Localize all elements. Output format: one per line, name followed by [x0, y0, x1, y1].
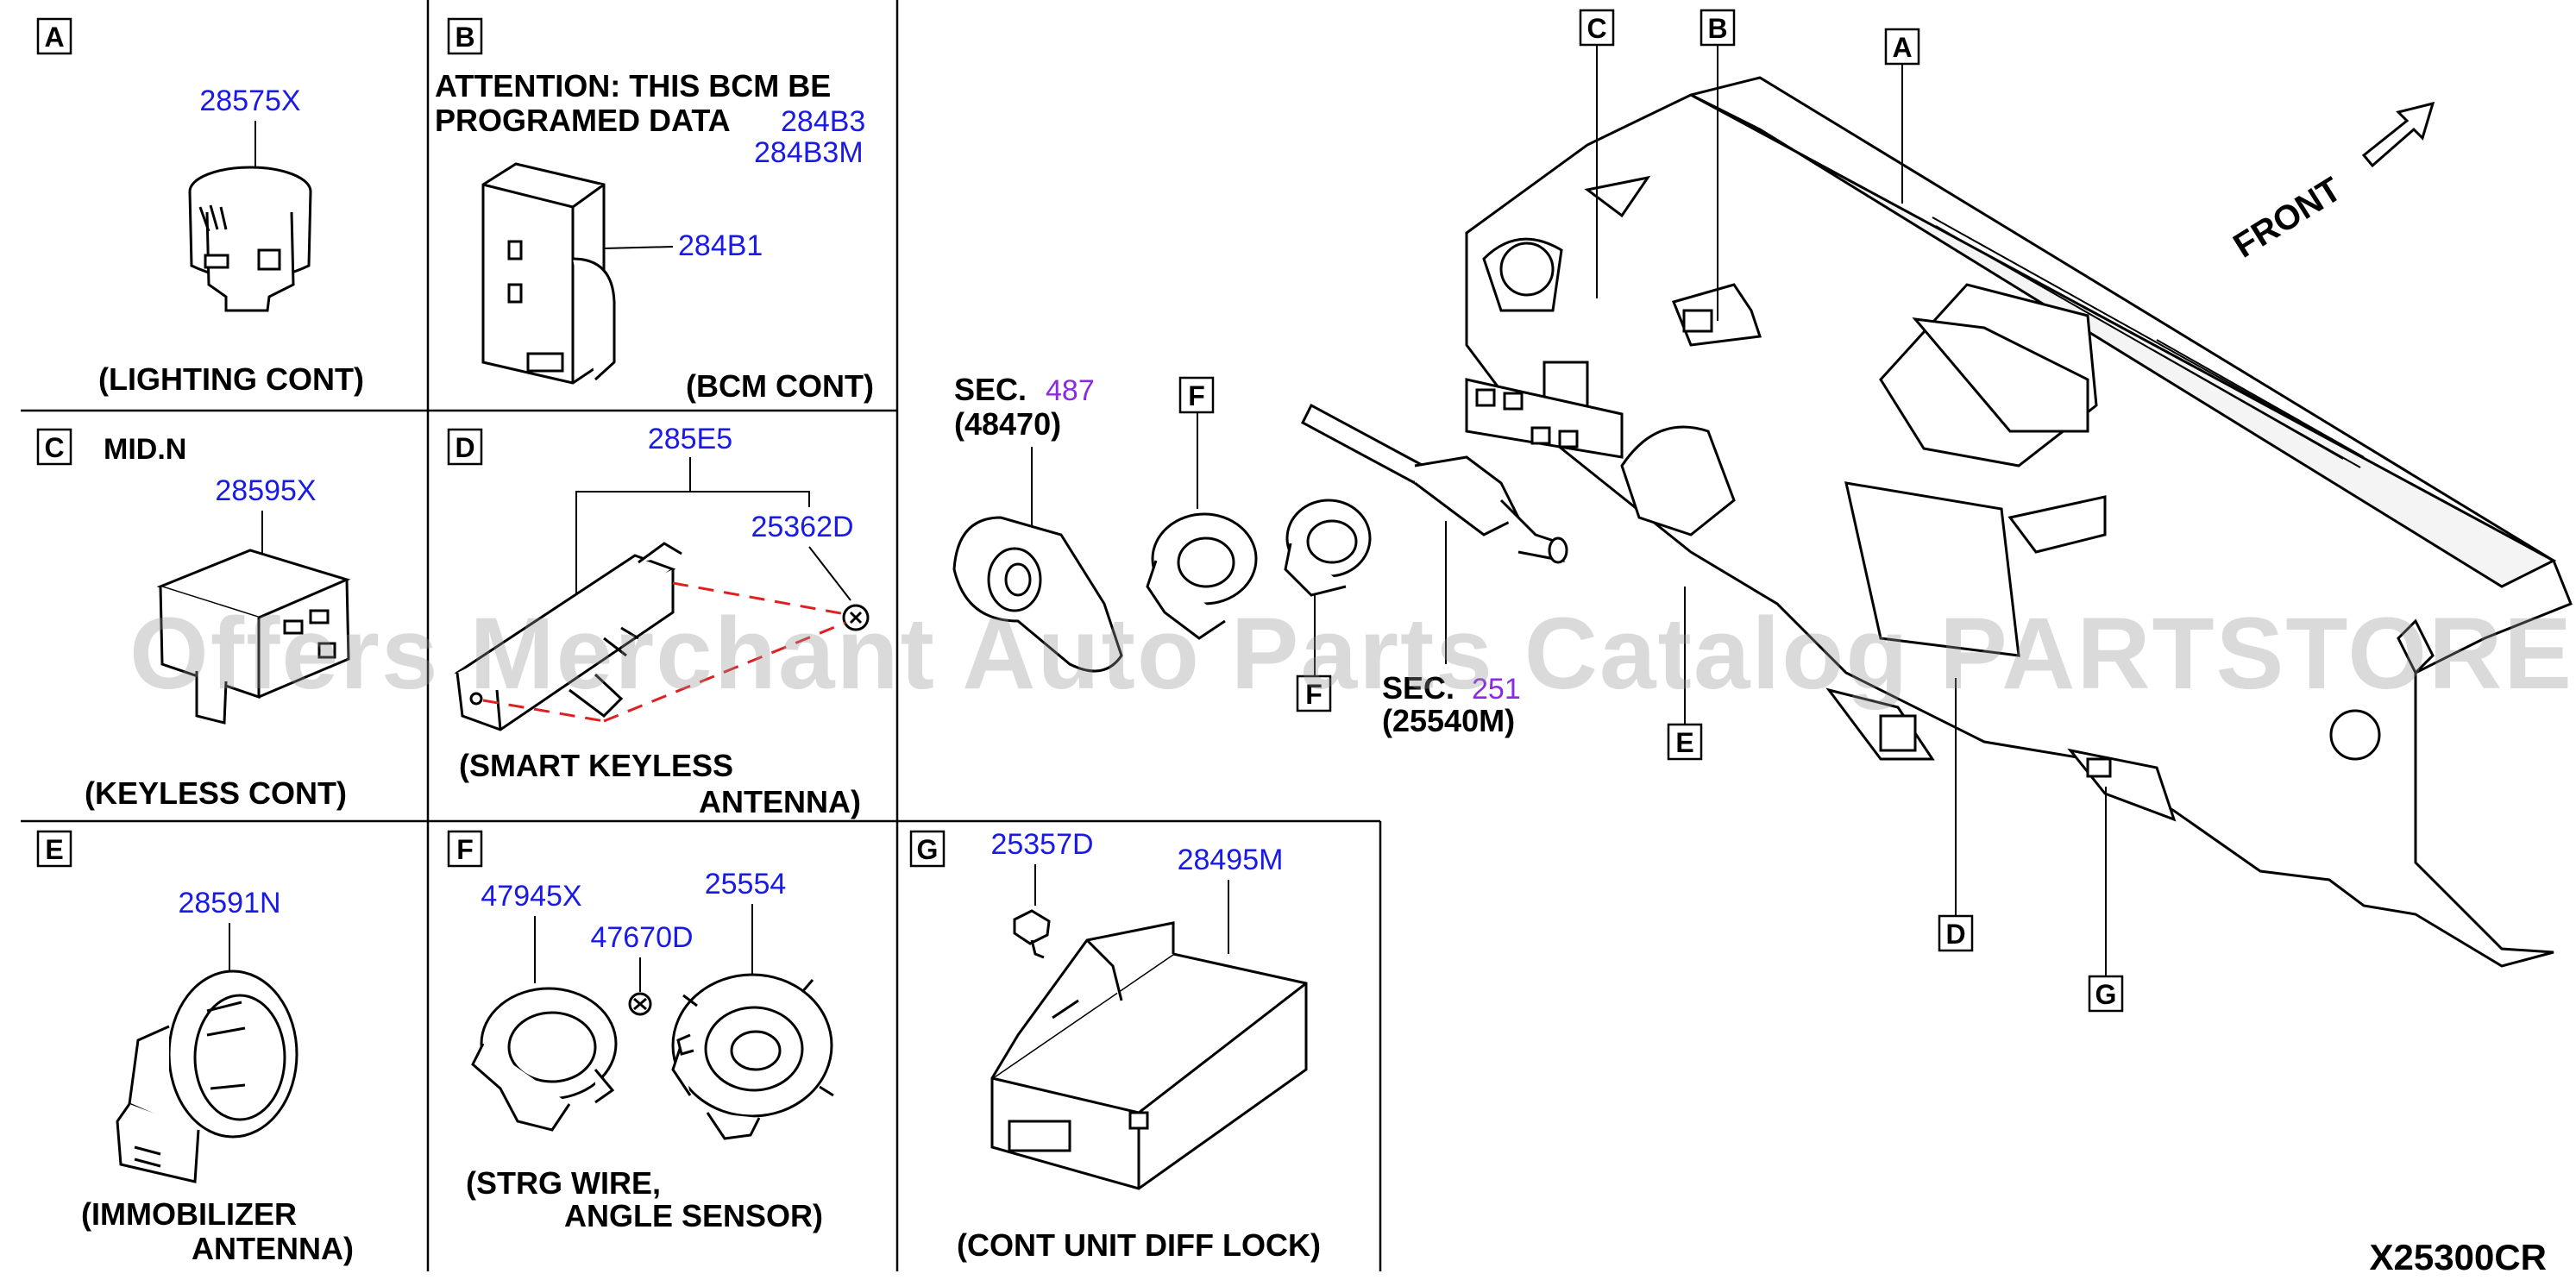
diff-lock-unit-drawing [990, 921, 1308, 1190]
caption-bcm-cont: (BCM CONT) [686, 368, 874, 404]
combination-switch-drawing [952, 516, 1123, 673]
callout-c: C [1586, 13, 1606, 44]
front-label: FRONT [2227, 170, 2347, 265]
part-number-285e5: 285E5 [648, 423, 732, 455]
part-number-25362d: 25362D [751, 511, 853, 543]
dashboard-callouts: C B A E D G [1579, 9, 2124, 1013]
dashboard-vent-hatching [1932, 216, 2365, 468]
part-number-28495m: 28495M [1178, 844, 1284, 876]
callout-g: G [2095, 979, 2117, 1010]
keyless-unit-drawing [156, 549, 351, 725]
part-number-284b3m: 284B3M [754, 136, 864, 169]
panel-letter-b: B [455, 22, 474, 53]
callout-f1: F [1188, 380, 1205, 411]
bcm-note-line1: ATTENTION: THIS BCM BE [435, 68, 831, 104]
callout-b: B [1707, 13, 1727, 44]
part-number-284b1: 284B1 [678, 229, 763, 262]
caption-smart-keyless-line1: (SMART KEYLESS [459, 748, 733, 783]
sec-251-sub: (25540M) [1382, 703, 1515, 738]
panel-a: A 28575X (LIGHTING CONT) [36, 17, 364, 397]
panel-letter-a: A [44, 22, 64, 53]
panel-letter-box-e [36, 830, 72, 868]
part-number-47945x: 47945X [481, 880, 581, 913]
panel-letter-box-d [447, 428, 483, 466]
part-number-25554: 25554 [705, 868, 787, 900]
part-number-47670d: 47670D [590, 921, 693, 954]
panel-d: D 285E5 25362D (SMART KEYLESS ANTENNA) [447, 423, 870, 819]
panel-c: C MID.N 28595X (KEYLESS CONT) [36, 428, 351, 811]
front-arrow-icon [2361, 101, 2435, 168]
sec-487-prefix: SEC. [954, 372, 1027, 407]
smart-keyless-antenna-drawing [454, 542, 682, 731]
part-number-25357d: 25357D [990, 828, 1093, 861]
panel-letter-e: E [45, 834, 63, 865]
panel-letter-box-a [36, 17, 72, 55]
panel-letter-f: F [456, 834, 474, 865]
sec-487-number: 487 [1046, 374, 1095, 407]
panel-letter-d: D [455, 432, 474, 463]
bcm-note-line2: PROGRAMED DATA [435, 103, 731, 138]
panel-letter-g: G [917, 834, 939, 865]
caption-immobilizer-line2: ANTENNA) [192, 1231, 354, 1266]
caption-strg-wire-line1: (STRG WIRE, [466, 1165, 661, 1201]
sec-251-number: 251 [1472, 673, 1521, 706]
lighting-switch-drawing [188, 166, 312, 312]
bcm-unit-drawing [481, 162, 616, 385]
panel-g: G 25357D 28495M (CONT UNIT DIFF LOCK) [909, 828, 1321, 1263]
caption-lighting-cont: (LIGHTING CONT) [98, 361, 364, 397]
callout-e: E [1675, 727, 1693, 758]
dashed-leaders [482, 581, 846, 723]
callout-box-d [1938, 914, 1974, 952]
callout-f2: F [1305, 679, 1323, 710]
panel-f: F 47945X 47670D 25554 (STRG WIRE, A [447, 830, 834, 1233]
dashboard-drawing [1465, 76, 2573, 968]
sec-251-prefix: SEC. [1382, 670, 1454, 706]
angle-sensor-drawing [471, 987, 618, 1132]
main-column-parts: SEC. 487 (48470) F F [952, 372, 1568, 738]
bolt-25357d [1013, 909, 1051, 959]
panel-letter-box-c [36, 428, 72, 466]
spiral-cable-main-drawing [1146, 512, 1258, 640]
screw-25362d [842, 604, 870, 631]
screw-47670d [628, 992, 652, 1016]
variant-mid-n: MID.N [104, 433, 186, 466]
caption-keyless-cont: (KEYLESS CONT) [85, 775, 347, 811]
part-number-28595x: 28595X [215, 474, 316, 507]
panel-b: B ATTENTION: THIS BCM BE PROGRAMED DATA … [435, 17, 874, 404]
column-switch-drawing [1301, 403, 1568, 564]
panel-grid [21, 0, 1382, 1271]
part-number-28575x: 28575X [199, 85, 300, 117]
angle-sensor-main-drawing [1284, 499, 1372, 597]
spiral-cable-drawing [671, 973, 834, 1140]
caption-strg-wire-line2: ANGLE SENSOR) [564, 1198, 823, 1233]
diagram-code: X25300CR [2370, 1237, 2547, 1277]
caption-smart-keyless-line2: ANTENNA) [699, 784, 861, 819]
panel-letter-box-g [909, 830, 946, 868]
part-number-284b3: 284B3 [781, 105, 865, 138]
part-number-28591n: 28591N [178, 887, 280, 919]
callout-box-g [2088, 975, 2124, 1013]
antenna-leader-lines [575, 457, 851, 604]
callout-box-f2 [1296, 675, 1332, 712]
callout-a: A [1892, 32, 1912, 63]
panel-letter-c: C [44, 432, 64, 463]
callout-d: D [1945, 919, 1965, 950]
panel-e: E 28591N (IMMOBILIZER ANTENNA) [36, 830, 354, 1266]
immobilizer-antenna-drawing [116, 969, 298, 1183]
panel-letter-box-b [447, 17, 483, 55]
caption-immobilizer-line1: (IMMOBILIZER [81, 1196, 297, 1232]
caption-cont-unit-diff-lock: (CONT UNIT DIFF LOCK) [957, 1227, 1321, 1263]
panel-letter-box-f [447, 830, 483, 868]
sec-487-sub: (48470) [954, 406, 1061, 442]
